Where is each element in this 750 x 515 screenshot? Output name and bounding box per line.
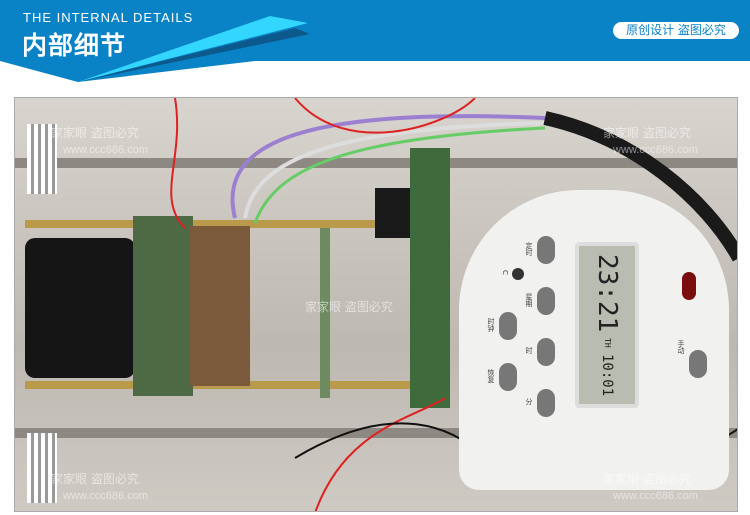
button-label: 星期 bbox=[525, 293, 533, 307]
button-label: 分 bbox=[525, 398, 533, 405]
button-label: 定时 bbox=[525, 242, 533, 256]
clock-button bbox=[499, 312, 517, 340]
watermark-brand: 家家眼 盗图必究 bbox=[603, 472, 691, 486]
button-label: C bbox=[501, 270, 509, 275]
watermark-url: www.ccc686.com bbox=[613, 144, 698, 156]
circuit-board bbox=[320, 228, 330, 398]
button-label: 时 bbox=[525, 347, 533, 354]
rail bbox=[15, 158, 737, 168]
heatsink bbox=[27, 433, 57, 503]
display-extra: 10:01 bbox=[599, 353, 615, 397]
section-subtitle: THE INTERNAL DETAILS bbox=[23, 10, 194, 25]
week-button bbox=[537, 287, 555, 315]
button-label: 时钟 bbox=[487, 318, 495, 332]
heatsink bbox=[27, 124, 57, 194]
minute-button bbox=[537, 389, 555, 417]
copyright-badge: 原创设计 盗图必究 bbox=[613, 22, 739, 39]
camera-lens bbox=[25, 238, 135, 378]
watermark-brand: 家家眼 盗图必究 bbox=[51, 472, 139, 486]
manual-button bbox=[689, 350, 707, 378]
button-label: 手动 bbox=[677, 340, 685, 354]
watermark-brand: 家家眼 盗图必究 bbox=[305, 300, 393, 314]
product-photo: 23:21 TH 10:01 定时 星期 时钟 时 恢复 分 手动 C 家家眼 … bbox=[14, 97, 738, 512]
display-time: 23:21 bbox=[592, 253, 622, 333]
brass-standoff bbox=[25, 220, 425, 228]
watermark-brand: 家家眼 盗图必究 bbox=[51, 126, 139, 140]
lcd-display: 23:21 TH 10:01 bbox=[575, 242, 639, 408]
reset-button bbox=[512, 268, 524, 280]
watermark-brand: 家家眼 盗图必究 bbox=[603, 126, 691, 140]
banner-decoration bbox=[0, 16, 310, 82]
circuit-board bbox=[190, 226, 250, 386]
display-day: TH bbox=[603, 338, 612, 348]
timer-button bbox=[537, 236, 555, 264]
connector bbox=[375, 188, 410, 238]
section-title: 内部细节 bbox=[22, 31, 127, 60]
watermark-url: www.ccc686.com bbox=[613, 490, 698, 502]
button-label: 恢复 bbox=[487, 369, 495, 383]
circuit-board bbox=[133, 216, 193, 396]
watermark-url: www.ccc686.com bbox=[63, 490, 148, 502]
restore-button bbox=[499, 363, 517, 391]
circuit-board bbox=[410, 148, 450, 408]
indicator-light bbox=[682, 272, 696, 300]
watermark-url: www.ccc686.com bbox=[63, 144, 148, 156]
digital-timer: 23:21 TH 10:01 定时 星期 时钟 时 恢复 分 手动 C bbox=[459, 190, 729, 490]
hour-button bbox=[537, 338, 555, 366]
